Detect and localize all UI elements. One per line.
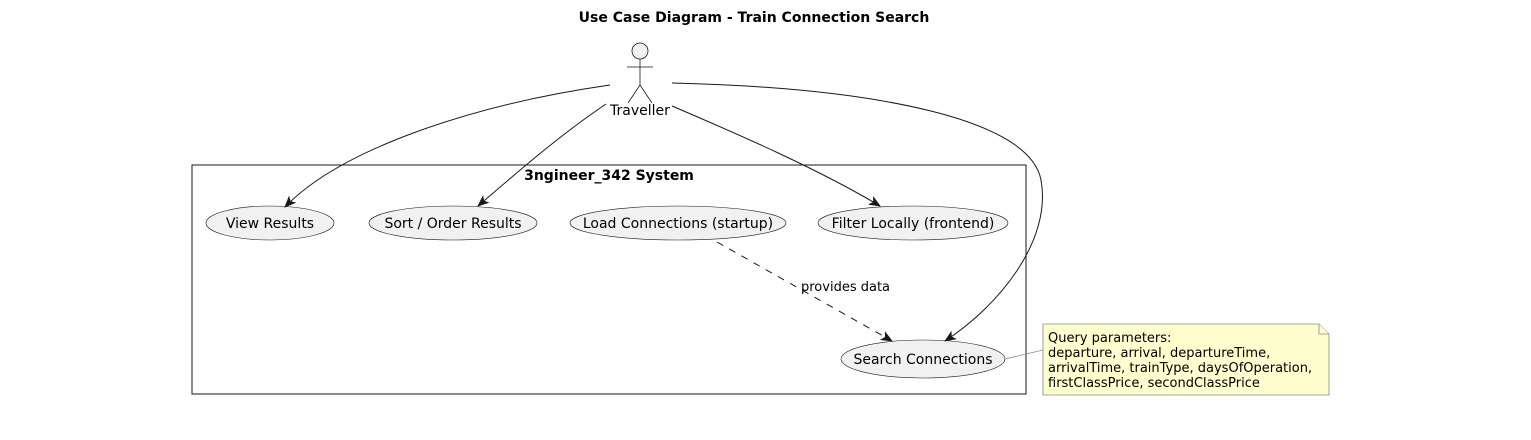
use-case-filter-locally: Filter Locally (frontend) [817,205,1009,241]
note-connector [1004,349,1044,360]
use-case-label: View Results [226,216,314,232]
use-case-label: Filter Locally (frontend) [832,216,995,232]
system-boundary: 3ngineer_342 System [191,164,1027,395]
actor-label: Traveller [609,103,670,119]
use-case-sort-results: Sort / Order Results [368,205,538,241]
use-case-view-results: View Results [205,205,335,241]
note-line: firstClassPrice, secondClassPrice [1048,376,1260,391]
edge-traveller-filter-locally [671,105,881,207]
note-shape [1042,323,1330,396]
system-label: 3ngineer_342 System [524,168,694,184]
note-line: Query parameters: [1048,331,1171,346]
note-query-parameters: Query parameters: departure, arrival, de… [1004,323,1330,396]
use-case-search-connections: Search Connections [840,339,1006,379]
note-line: departure, arrival, departureTime, [1048,346,1270,361]
edge-load-to-search [716,241,893,342]
actor-traveller: Traveller [609,42,670,119]
note-line: arrivalTime, trainType, daysOfOperation, [1048,361,1312,376]
edge-traveller-sort-results [477,103,607,207]
use-case-label: Sort / Order Results [384,216,521,232]
stick-figure-icon [627,42,653,104]
use-case-label: Search Connections [853,352,992,368]
diagram-title: Use Case Diagram - Train Connection Sear… [579,10,930,26]
use-case-load-connections: Load Connections (startup) [569,205,787,241]
edge-label-provides-data: provides data [801,280,890,295]
use-case-label: Load Connections (startup) [583,216,773,232]
edge-traveller-search-connections [671,82,1043,342]
edge-traveller-view-results [284,84,611,208]
